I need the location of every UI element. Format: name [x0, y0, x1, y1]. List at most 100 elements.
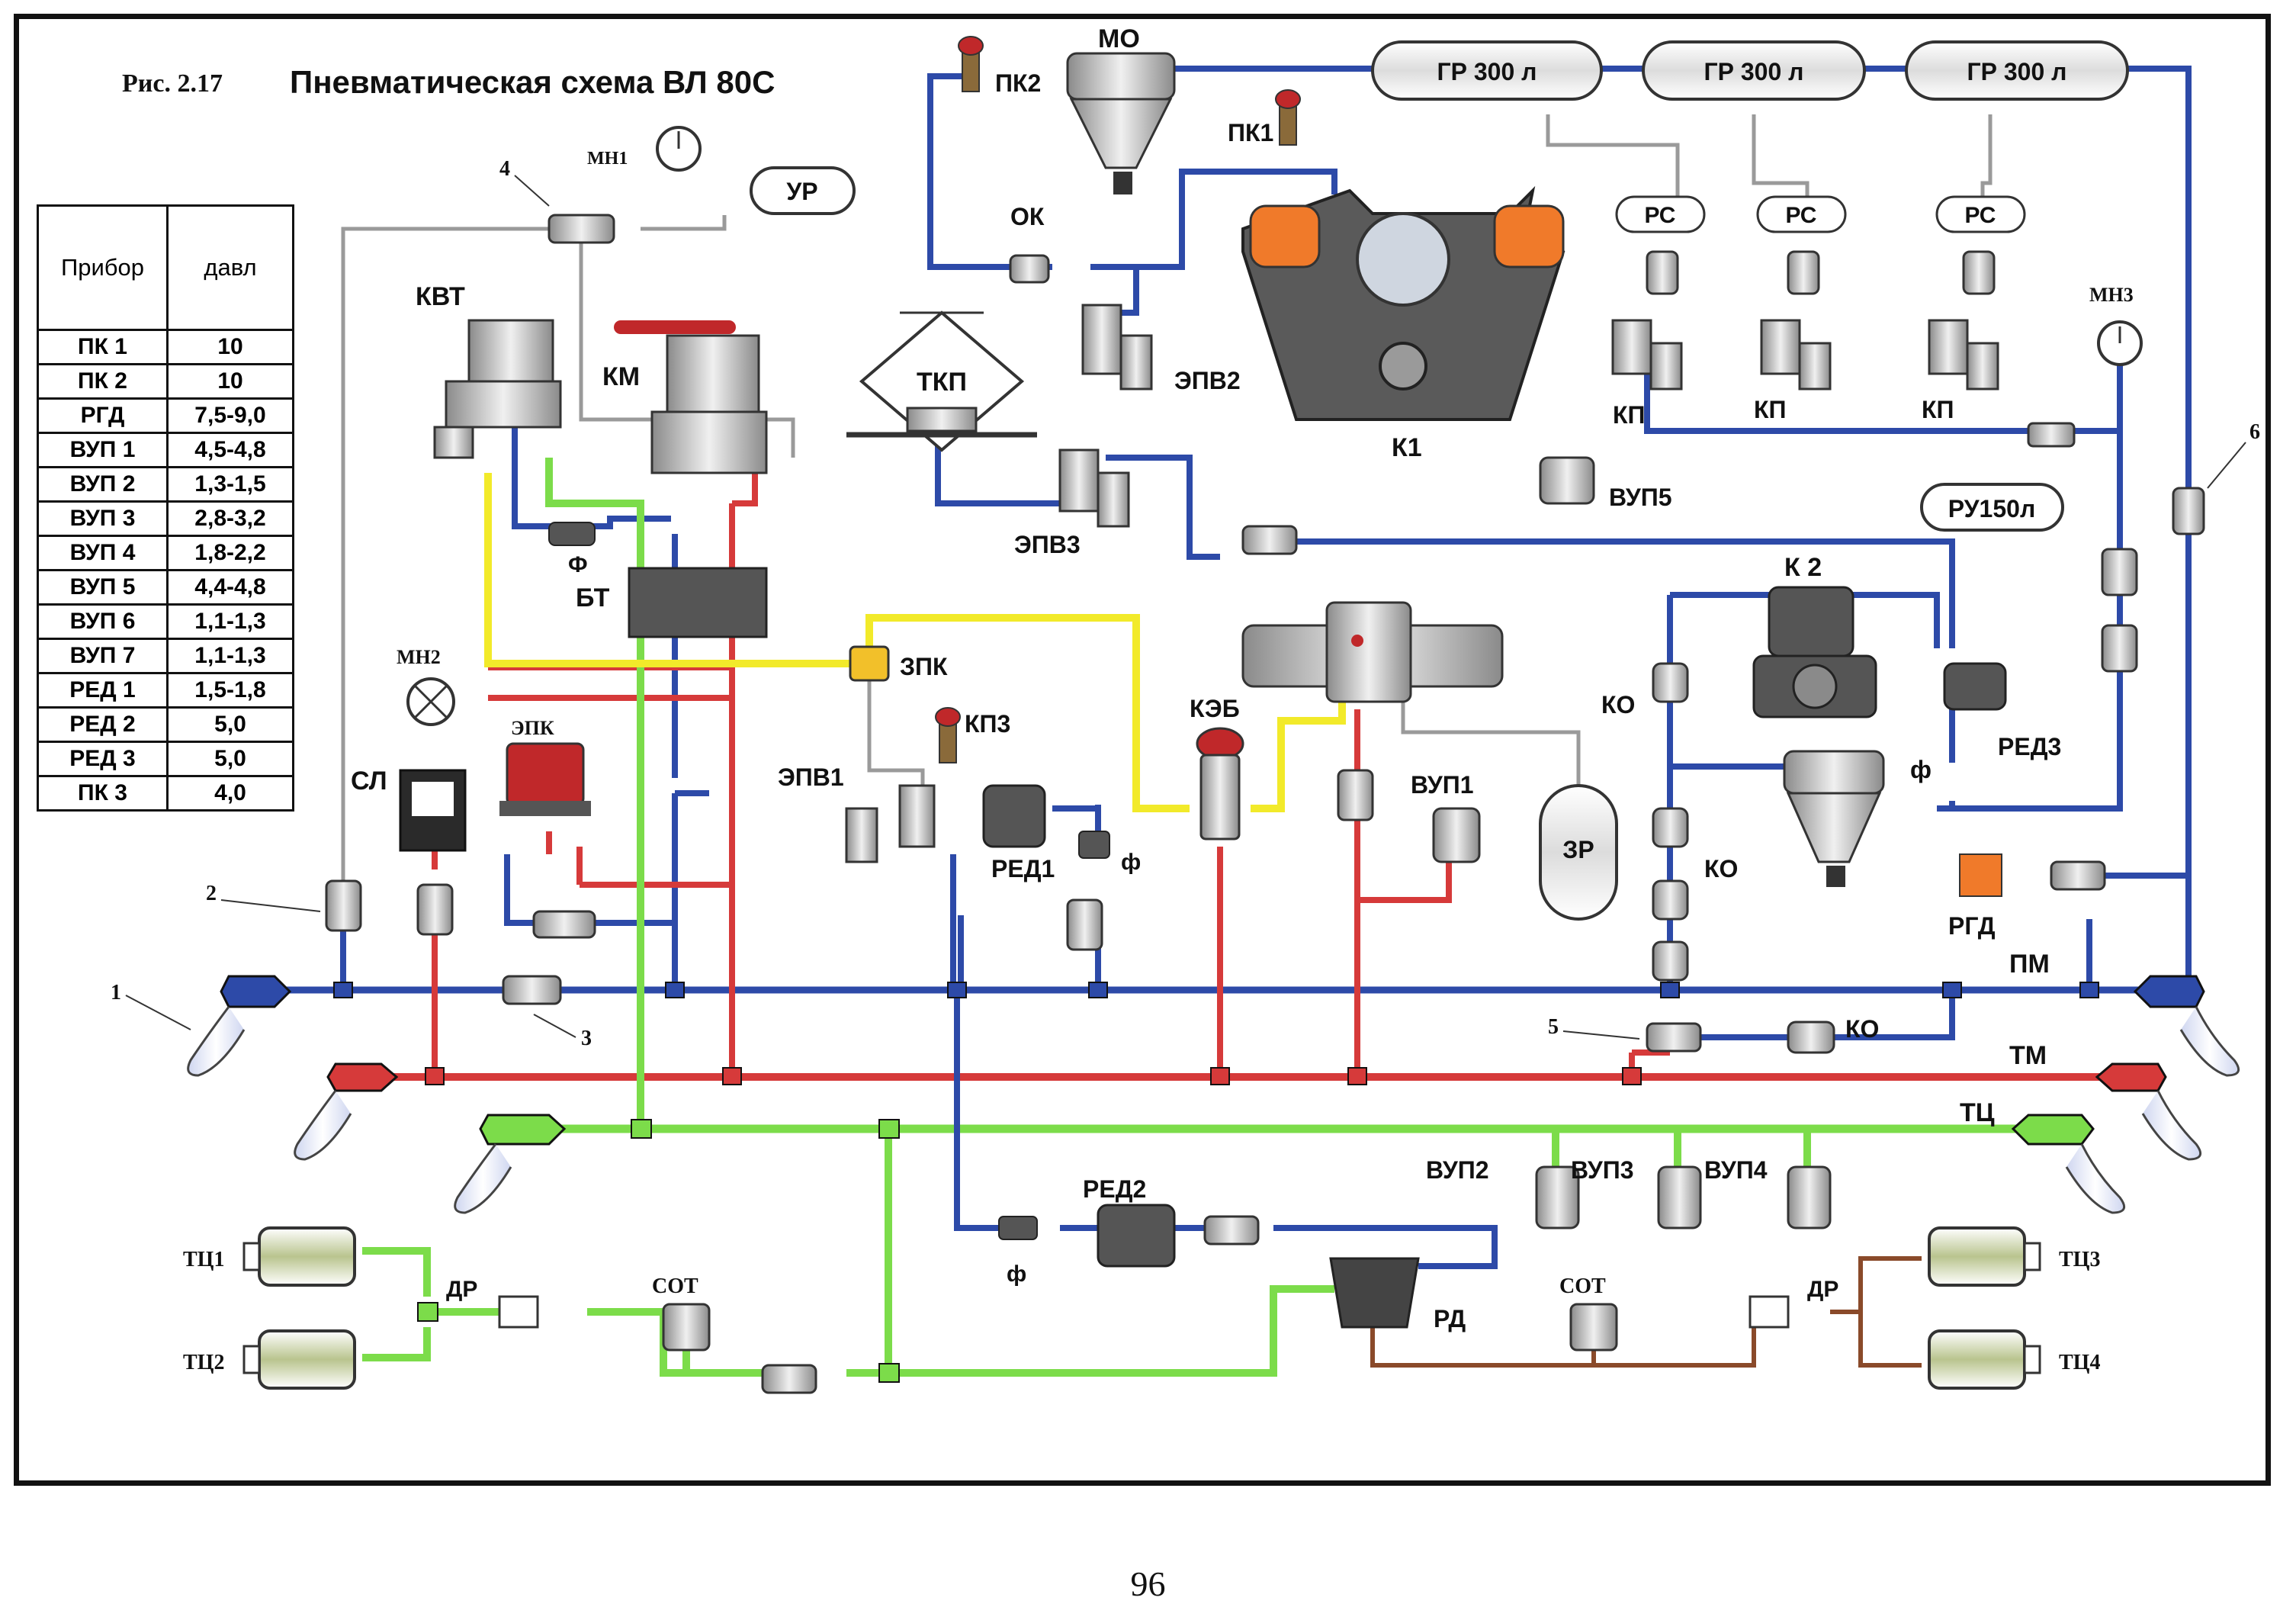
junction-tees	[333, 982, 2099, 998]
sot-right-label: СОТ	[1559, 1274, 1606, 1298]
dr-left: ДР	[446, 1277, 539, 1329]
tkp-label: ТКП	[917, 368, 967, 397]
gr-1-label: ГР 300 л	[1437, 58, 1537, 85]
rs-3: РС	[1935, 195, 2026, 233]
tkp-unit: ТКП	[846, 310, 1037, 452]
junction-tees-red	[425, 1067, 1642, 1085]
end-cocks	[187, 975, 2240, 1214]
table-cell-device: ПК 2	[37, 363, 169, 400]
callout-3: 3	[581, 1027, 592, 1050]
pk1-valve: ПК1	[1228, 89, 1301, 146]
tm-left-cock	[294, 1062, 399, 1161]
sot-right: СОТ	[1559, 1274, 1618, 1352]
tc1-label: ТЦ1	[183, 1248, 224, 1271]
pm-right-cock	[2133, 975, 2240, 1077]
table-cell-device: РЕД 2	[37, 706, 169, 743]
pk2-valve: ПК2	[958, 36, 1041, 97]
table-header-pressure: давл	[166, 204, 294, 331]
sl-label: СЛ	[351, 767, 387, 796]
ru-label: РУ150л	[1948, 495, 2036, 522]
caption-title: Пневматическая схема ВЛ 80С	[290, 64, 775, 100]
f-filter: Ф	[548, 522, 596, 577]
brake-cylinders: ТЦ1 ТЦ2 ТЦ3 ТЦ4	[183, 1226, 2100, 1390]
vup3-label: ВУП3	[1571, 1156, 1634, 1184]
mn3-label: МН3	[2089, 284, 2134, 306]
tc4-cylinder: ТЦ4	[1928, 1329, 2100, 1390]
dr-right: ДР	[1748, 1277, 1838, 1329]
compressor-k2: К 2	[1752, 553, 1877, 718]
mo-label: МО	[1098, 24, 1140, 53]
main-reservoirs: ГР 300 л ГР 300 л ГР 300 л	[1371, 40, 2129, 101]
keb-label: КЭБ	[1190, 695, 1240, 722]
epv3-valve: ЭПВ3	[1014, 448, 1130, 558]
compressor-k1: К1	[1241, 185, 1565, 462]
pk2-label: ПК2	[995, 69, 1041, 97]
table-cell-pressure: 10	[166, 329, 294, 365]
table-cell-pressure: 5,0	[166, 706, 294, 743]
epv2-valve: ЭПВ2	[1081, 304, 1241, 394]
main-reservoir-1: ГР 300 л	[1371, 40, 1603, 101]
brake-valve-assembly	[1241, 601, 1504, 703]
ko-check-valve: КО	[1787, 1015, 1879, 1054]
tc4-label: ТЦ4	[2059, 1351, 2100, 1374]
km-label: КМ	[602, 362, 640, 391]
table-cell-pressure: 1,1-1,3	[166, 603, 294, 640]
rs-2-label: РС	[1786, 203, 1817, 228]
epv1-valve: ЭПВ1	[778, 763, 936, 863]
main-reservoir-3: ГР 300 л	[1905, 40, 2129, 101]
table-header-device: Прибор	[37, 204, 169, 331]
red3-label: РЕД3	[1998, 733, 2061, 760]
page-number: 96	[1130, 1564, 1166, 1603]
blue-pipes	[340, 66, 2192, 1269]
k2-label: К 2	[1784, 553, 1822, 582]
red1-filter-label: ф	[1121, 850, 1141, 875]
table-cell-pressure: 4,4-4,8	[166, 569, 294, 606]
rs-1: РС	[1615, 195, 1706, 233]
line-valves	[325, 769, 1702, 1394]
junction-tees-green	[417, 1119, 900, 1383]
red1-valve: РЕД1 ф	[982, 784, 1141, 882]
gr-2-label: ГР 300 л	[1704, 58, 1804, 85]
red1-label: РЕД1	[991, 855, 1055, 882]
vup-group: ВУП2 ВУП3 ВУП4	[1426, 1156, 1832, 1229]
ko-1-label: КО	[1601, 691, 1635, 718]
kp-1-label: КП	[1613, 401, 1646, 429]
callout-6: 6	[2249, 420, 2260, 444]
kp-3-label: КП	[1922, 396, 1954, 423]
vup1-label: ВУП1	[1411, 771, 1474, 799]
ur-label: УР	[786, 178, 817, 205]
red3-valve: РЕД3 ф	[1910, 662, 2061, 783]
table-cell-pressure: 4,0	[166, 775, 294, 812]
table-cell-pressure: 4,5-4,8	[166, 432, 294, 468]
table-cell-device: ВУП 2	[37, 466, 169, 503]
table-cell-device: ВУП 7	[37, 638, 169, 674]
table-cell-device: ВУП 4	[37, 535, 169, 571]
table-cell-pressure: 10	[166, 363, 294, 400]
callout-2: 2	[206, 882, 217, 905]
table-cell-device: ВУП 1	[37, 432, 169, 468]
ko-3-label: КО	[1845, 1015, 1879, 1043]
cock-4	[548, 214, 615, 244]
mn2-gauge: МН2	[397, 646, 455, 726]
k1-label: К1	[1392, 433, 1422, 462]
pm-left-cock	[187, 975, 292, 1077]
table-cell-device: ПК 3	[37, 775, 169, 812]
rs-2: РС	[1756, 195, 1847, 233]
rs-3-label: РС	[1965, 203, 1996, 228]
epv1-label: ЭПВ1	[778, 763, 844, 791]
kp-2-label: КП	[1754, 396, 1787, 423]
table-cell-device: ВУП 3	[37, 500, 169, 537]
ko-valves	[1652, 662, 1689, 982]
right-valves	[2101, 487, 2205, 673]
pk1-label: ПК1	[1228, 119, 1273, 146]
red2-filter-label: ф	[1007, 1262, 1026, 1287]
mn2-label: МН2	[397, 646, 441, 668]
table-cell-pressure: 2,8-3,2	[166, 500, 294, 537]
